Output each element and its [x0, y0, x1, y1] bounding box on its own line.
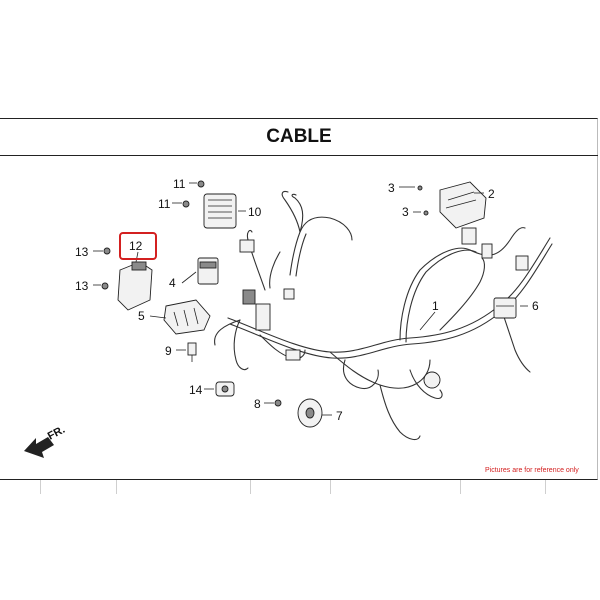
callout-8: 8: [254, 397, 261, 411]
callout-11-lower: 11: [158, 197, 171, 211]
part-10-module-icon: [203, 193, 237, 229]
connector-icon: [242, 289, 256, 305]
strip-divider: [545, 480, 546, 494]
front-direction-arrow-icon: [24, 437, 54, 458]
part-5-fuse-box-icon: [163, 299, 211, 335]
connector-icon: [239, 239, 255, 253]
part-2-rectifier-icon: [439, 181, 487, 229]
callout-10: 10: [248, 205, 262, 219]
page-title: CABLE: [266, 125, 332, 147]
direction-label: FR.: [46, 424, 67, 443]
part-12-unit-icon: [117, 261, 153, 311]
highlight-box: [119, 232, 157, 260]
strip-divider: [460, 480, 461, 494]
callout-1: 1: [432, 299, 439, 313]
part-8-bolt-icon: [274, 399, 282, 407]
callout-13-upper: 13: [75, 245, 89, 259]
part-9-sensor-icon: [187, 342, 197, 362]
connector-icon: [285, 349, 301, 361]
title-bar: CABLE: [0, 118, 598, 156]
callout-7: 7: [336, 409, 343, 423]
callout-9: 9: [165, 344, 172, 358]
part-7-horn-icon: [297, 398, 323, 428]
main-harness: [214, 190, 553, 441]
callout-3-upper: 3: [388, 181, 395, 195]
strip-divider: [40, 480, 41, 494]
harness-connectors: [239, 227, 529, 389]
connector-icon: [283, 288, 295, 300]
strip-divider: [330, 480, 331, 494]
connector-icon: [481, 243, 493, 259]
leader-lines: [93, 182, 528, 416]
callout-13-lower: 13: [75, 279, 89, 293]
callout-4: 4: [169, 276, 176, 290]
part-14-switch-icon: [215, 381, 235, 397]
part-13-bolt-icon: [101, 247, 111, 290]
reference-note: Pictures are for reference only: [485, 467, 579, 474]
callout-6: 6: [532, 299, 539, 313]
grommet-icon: [423, 371, 441, 389]
connector-icon: [461, 227, 477, 245]
part-11-bolt-icon: [182, 180, 205, 208]
connector-icon: [255, 303, 271, 331]
callout-12: 12: [129, 239, 143, 253]
connector-icon: [515, 255, 529, 271]
part-6-connector-block-icon: [493, 297, 517, 319]
callout-14: 14: [189, 383, 203, 397]
callout-3-lower: 3: [402, 205, 409, 219]
callout-11-upper: 11: [173, 177, 186, 191]
part-4-relay-icon: [197, 257, 219, 285]
strip-divider: [250, 480, 251, 494]
part-3-screw-icon: [417, 185, 429, 216]
callout-2: 2: [488, 187, 495, 201]
strip-divider: [116, 480, 117, 494]
diagram-frame: [0, 118, 598, 480]
callout-5: 5: [138, 309, 145, 323]
